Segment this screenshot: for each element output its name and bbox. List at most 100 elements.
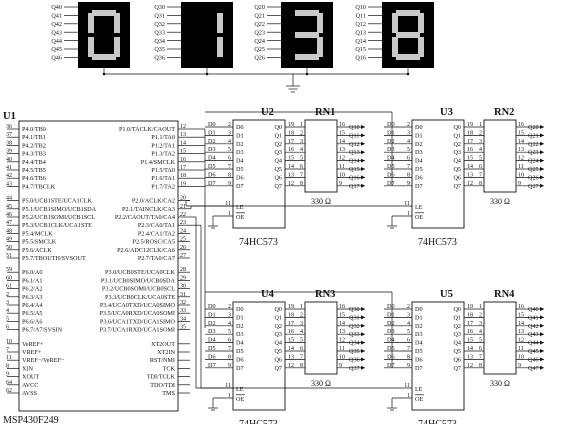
mcu-pin-label: P6.3/A3 xyxy=(22,294,42,301)
latch-input-label: D5 xyxy=(387,163,395,170)
segment-a xyxy=(295,10,319,16)
latch-q-label: Q6 xyxy=(274,356,282,363)
rn-output-label: Q37 xyxy=(349,365,360,372)
mcu-pin-label: P5.2/UCB1SOMI/UCB1SCL xyxy=(22,214,95,221)
latch-input-label: D0 xyxy=(208,121,216,128)
mcu-pin-number: 61 xyxy=(6,284,12,290)
mcu-pin-label: P1.5/TA0 xyxy=(151,167,175,174)
le-pin-number: 11 xyxy=(225,201,231,207)
mcu-pin-label: VREF−/VeREF− xyxy=(22,357,65,364)
latch-d-label: D0 xyxy=(236,306,244,313)
latch-input-label: D6 xyxy=(387,171,395,178)
mcu-pin-number: 8 xyxy=(6,363,9,369)
display-pin-label: Q16 xyxy=(355,55,366,62)
mcu-part: MSP430F249 xyxy=(3,415,59,424)
latch-input-label: D3 xyxy=(387,146,395,153)
rn-pin-number: 7 xyxy=(300,172,303,178)
mcu-pin-label: P3.3/UCB0CLK/UCA0STE xyxy=(105,294,175,301)
mcu-pin-label: VeREF+ xyxy=(22,341,44,348)
latch-u5-rn-body xyxy=(483,301,517,375)
mcu-pin-number: 48 xyxy=(6,228,12,234)
latch-u2-part: 74HC573 xyxy=(239,237,278,248)
rn-output-label: Q42 xyxy=(528,323,539,330)
latch-d-label: D4 xyxy=(236,340,244,347)
display-pin-label: Q25 xyxy=(254,46,265,53)
mcu-pin-number: 36 xyxy=(6,124,12,130)
segment-c xyxy=(114,37,120,57)
rn-pin-number: 5 xyxy=(479,338,482,344)
arrow-icon xyxy=(540,315,544,320)
latch-d-label: D7 xyxy=(415,183,423,190)
latch-q-label: Q3 xyxy=(453,331,461,338)
mcu-pin-number: 45 xyxy=(6,204,12,210)
arrow-icon xyxy=(361,365,365,370)
mcu-pin-label: P4.7/TBCLK xyxy=(22,183,56,190)
mcu-pin-number: 40 xyxy=(6,157,12,163)
segment-b xyxy=(418,13,424,33)
mcu-pin-label: P5.6/ACLK xyxy=(22,247,52,254)
latch-d-label: D6 xyxy=(236,356,244,363)
rn-output-label: Q46 xyxy=(528,356,539,363)
rn-pin-number: 15 xyxy=(518,312,524,318)
rn-pin-number: 1 xyxy=(300,304,303,310)
arrow-icon xyxy=(540,323,544,328)
rn-output-label: Q13 xyxy=(349,149,360,156)
rn-pin-number: 6 xyxy=(300,164,303,170)
latch-q-label: Q2 xyxy=(453,323,461,330)
arrow-icon xyxy=(361,323,365,328)
latch-u4-rn-body xyxy=(304,301,338,375)
latch-q-label: Q6 xyxy=(453,356,461,363)
latch-u4-part: 74HC573 xyxy=(239,419,278,424)
latch-d-label: D0 xyxy=(415,306,423,313)
arrow-icon xyxy=(361,183,365,188)
latch-input-label: D7 xyxy=(387,180,395,187)
latch-input-label: D2 xyxy=(208,320,216,327)
latch-q-label: Q4 xyxy=(274,158,282,165)
mcu-pin-number: 27 xyxy=(180,253,186,259)
latch-le-label: LE xyxy=(236,204,244,211)
mcu-pin-label: XIN xyxy=(22,365,34,372)
rn-output-label: Q16 xyxy=(349,174,360,181)
display-pin-label: Q14 xyxy=(355,38,366,45)
latch-pin-number: 17 xyxy=(288,321,294,327)
latch-pin-number: 19 xyxy=(288,304,294,310)
latch-pin-number: 5 xyxy=(407,147,410,153)
mcu-pin-number: 14 xyxy=(180,140,186,146)
mcu-pin-number: 34 xyxy=(180,316,186,322)
latch-q-label: Q2 xyxy=(274,141,282,148)
mcu-pin-label: P2.6/ADC12CLK/CA6 xyxy=(117,247,175,254)
latch-pin-number: 7 xyxy=(228,164,231,170)
rn-pin-number: 11 xyxy=(518,346,524,352)
rn-pin-number: 12 xyxy=(518,156,524,162)
mcu-pin-label: XT2OUT xyxy=(151,341,175,348)
latch-pin-number: 12 xyxy=(288,363,294,369)
rn-pin-number: 1 xyxy=(300,122,303,128)
latch-q-label: Q7 xyxy=(453,183,461,190)
rn-output-label: Q21 xyxy=(528,132,539,139)
latch-pin-number: 13 xyxy=(288,354,294,360)
latch-pin-number: 17 xyxy=(467,321,473,327)
latch-d-label: D1 xyxy=(236,314,244,321)
segment-d xyxy=(295,54,319,60)
display-pin-label: Q26 xyxy=(254,55,265,62)
mcu-pin-number: 38 xyxy=(6,140,12,146)
mcu-pin-number: 9 xyxy=(6,372,9,378)
latch-d-label: D3 xyxy=(236,331,244,338)
latch-q-label: Q2 xyxy=(274,323,282,330)
mcu-pin-label: P3.1/UCB0SIMO/UCB0SDA xyxy=(101,277,176,284)
segment-b xyxy=(217,13,223,33)
rn-pin-number: 15 xyxy=(339,312,345,318)
display-pin-label: Q36 xyxy=(154,55,165,62)
latch-pin-number: 2 xyxy=(407,122,410,128)
rn-pin-number: 15 xyxy=(339,130,345,136)
rn-output-label: Q35 xyxy=(349,348,360,355)
latch-input-label: D5 xyxy=(387,345,395,352)
display-pin-label: Q32 xyxy=(154,21,165,28)
latch-input-label: D0 xyxy=(208,303,216,310)
arrow-icon xyxy=(361,175,365,180)
latch-pin-number: 15 xyxy=(467,156,473,162)
mcu-pin-label: P6.6/A6 xyxy=(22,318,42,325)
mcu-pin-number: 62 xyxy=(6,388,12,394)
mcu-pin-number: 15 xyxy=(180,149,186,155)
latch-pin-number: 3 xyxy=(228,130,231,136)
